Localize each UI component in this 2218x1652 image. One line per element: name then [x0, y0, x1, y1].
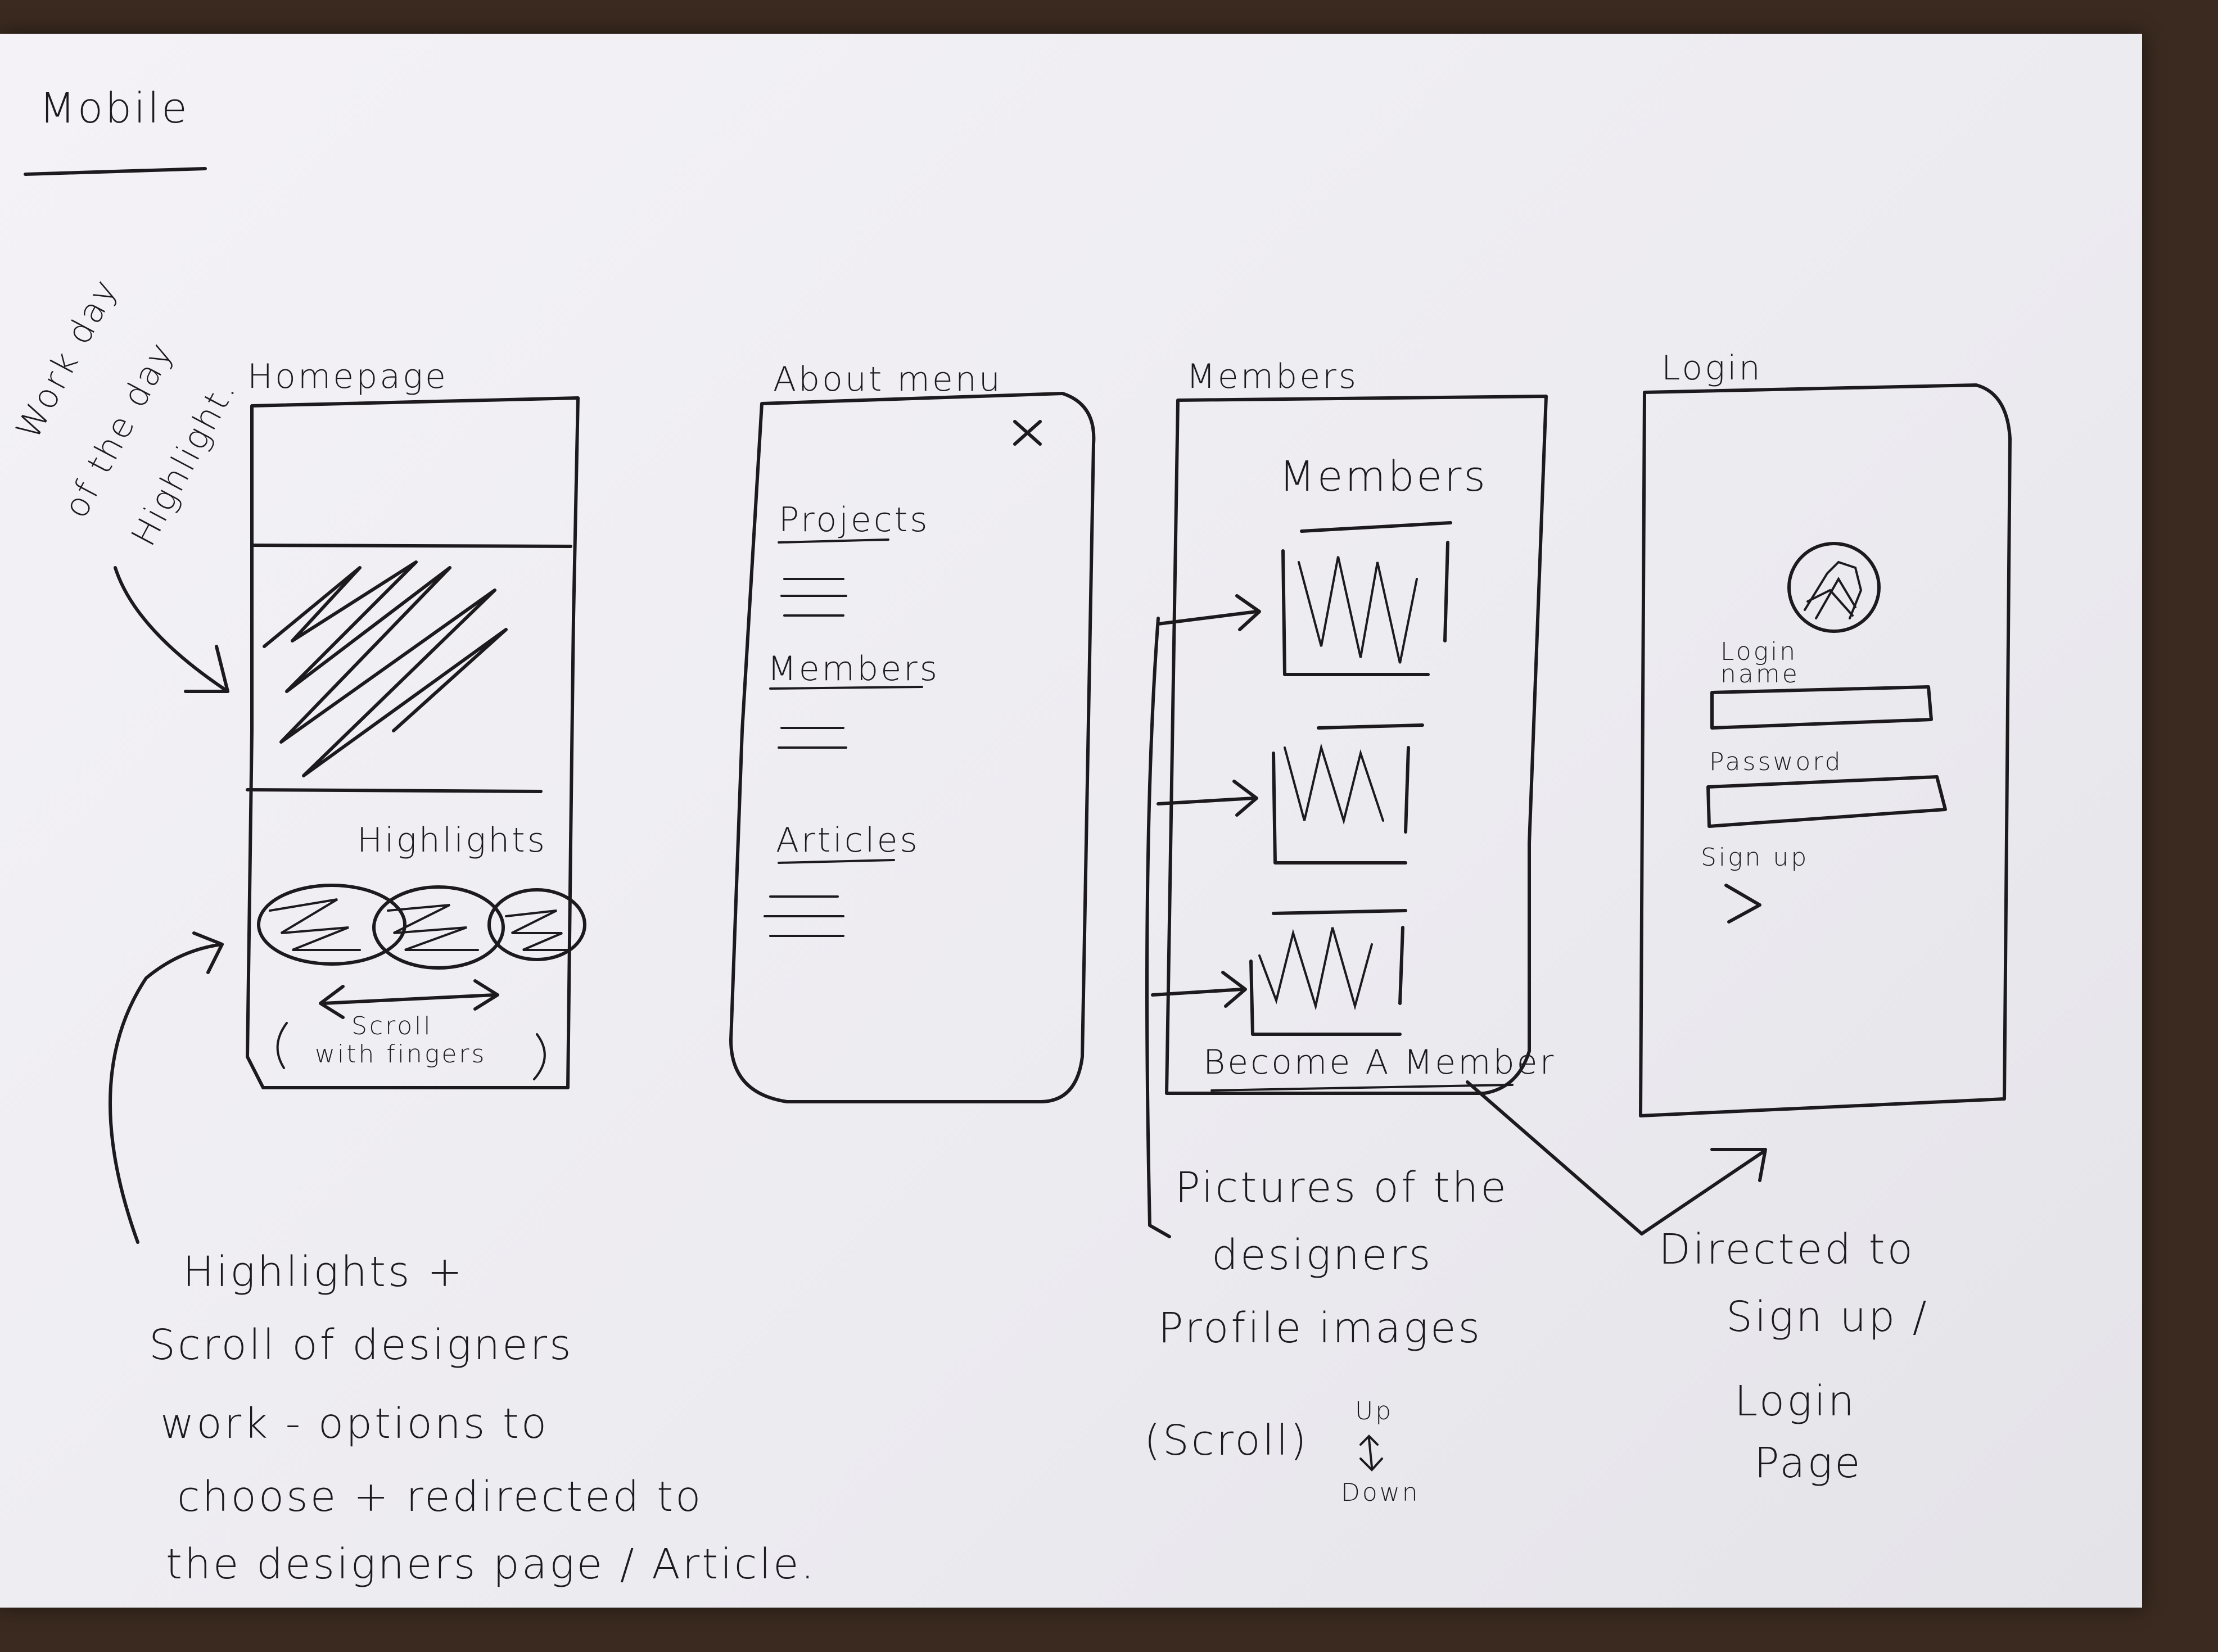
profile-avatar [1787, 542, 1881, 633]
paren-left [276, 1022, 288, 1069]
login-note-1: Directed to [1659, 1225, 1915, 1274]
password-input [1706, 775, 1947, 828]
thumb-scribble-1 [269, 898, 361, 951]
member-scribble-3 [1258, 927, 1373, 1011]
members-heading: Members [1279, 452, 1488, 501]
thumb-scribble-3 [505, 909, 569, 951]
cta-to-login-arrow-head [1710, 1148, 1767, 1182]
members-note-1: Pictures of the [1175, 1164, 1508, 1212]
members-bracket [1145, 617, 1171, 1238]
highlights-label: Highlights [357, 821, 547, 860]
homepage-frame [246, 396, 580, 1089]
member-scribble-2 [1284, 743, 1384, 825]
homepage-header-divider [250, 544, 572, 548]
member-arrow-3-head [1221, 971, 1247, 1008]
scroll-hint-2: with fingers [315, 1040, 487, 1069]
cta-underline [1210, 1084, 1514, 1092]
login-note-2: Sign up / [1726, 1293, 1929, 1341]
hero-scribble [263, 560, 508, 777]
scroll-down-note: Down [1341, 1478, 1420, 1507]
login-note-4: Page [1754, 1439, 1863, 1487]
login-frame [1639, 383, 2012, 1117]
highlight-thumb-2 [372, 885, 505, 970]
become-member-cta: Become A Member [1203, 1043, 1556, 1082]
member-arrow-2 [1157, 796, 1255, 805]
member-image-2 [1272, 723, 1424, 865]
login-wireframe [1639, 383, 2012, 1117]
thumb-scribble-2 [387, 904, 479, 951]
member-arrow-3 [1151, 988, 1244, 997]
scroll-arrow-left-head [319, 985, 345, 1019]
login-label: Login [1661, 348, 1763, 388]
members-label: Members [1186, 357, 1359, 396]
highlight-arrow [114, 566, 229, 693]
member-scribble-1 [1298, 556, 1418, 664]
about-section-members: Members [767, 649, 940, 689]
member-arrow-2-head [1232, 780, 1258, 817]
member-image-1 [1281, 521, 1452, 676]
login-name-label: Login name [1720, 637, 1800, 689]
title-underline [24, 167, 207, 176]
homepage-note-4: choose + redirected to [177, 1473, 703, 1521]
paren-right [533, 1033, 546, 1080]
members-underline [769, 686, 923, 690]
scroll-arrow-right-head [473, 979, 499, 1011]
login-name-input [1710, 685, 1933, 730]
member-arrow-1 [1157, 610, 1258, 626]
highlight-thumb-3 [487, 888, 586, 961]
scroll-hint-1: Scroll [351, 1012, 433, 1040]
password-label: Password [1709, 748, 1843, 776]
updown-arrow [1359, 1434, 1383, 1472]
members-lines [778, 727, 847, 749]
avatar-scribble [1804, 560, 1863, 619]
about-menu-wireframe [729, 392, 1096, 1103]
projects-lines [780, 578, 847, 617]
highlight-arrow-head [184, 645, 229, 693]
highlight-thumb-1 [257, 884, 406, 966]
projects-underline [778, 538, 889, 544]
homepage-hero-divider [246, 788, 543, 793]
homepage-note-2: Scroll of designers [149, 1321, 573, 1369]
articles-lines [764, 895, 844, 937]
members-note-4: (Scroll) [1144, 1416, 1309, 1465]
homepage-note-5: the designers page / Article. [166, 1540, 817, 1588]
homepage-note-3: work - options to [160, 1400, 549, 1448]
articles-underline [778, 859, 895, 864]
scroll-up-note: Up [1355, 1397, 1394, 1425]
about-close-mark [1013, 420, 1042, 446]
homepage-note-1: Highlights + [183, 1248, 465, 1296]
member-arrow-1-head [1235, 594, 1261, 631]
members-frame [1165, 395, 1548, 1095]
login-note-3: Login [1734, 1377, 1857, 1425]
member-image-3 [1249, 909, 1407, 1036]
homepage-wireframe [109, 396, 586, 1244]
cta-to-login-arrow [1466, 1080, 1764, 1235]
members-note-3: Profile images [1158, 1304, 1483, 1352]
sign-up-label: Sign up [1701, 843, 1809, 872]
highlights-note-arrow-head [192, 931, 224, 974]
members-wireframe [1145, 395, 1767, 1472]
sign-up-chevron [1724, 884, 1761, 924]
about-section-articles: Articles [776, 821, 920, 860]
about-menu-label: About menu [773, 360, 1002, 399]
about-section-projects: Projects [779, 500, 930, 540]
scroll-arrow-line [322, 993, 496, 1005]
about-menu-frame [729, 392, 1096, 1103]
homepage-label: Homepage [247, 357, 448, 396]
sheet-title: Mobile [39, 84, 189, 133]
members-note-2: designers [1212, 1231, 1433, 1279]
highlights-note-arrow [109, 943, 224, 1244]
